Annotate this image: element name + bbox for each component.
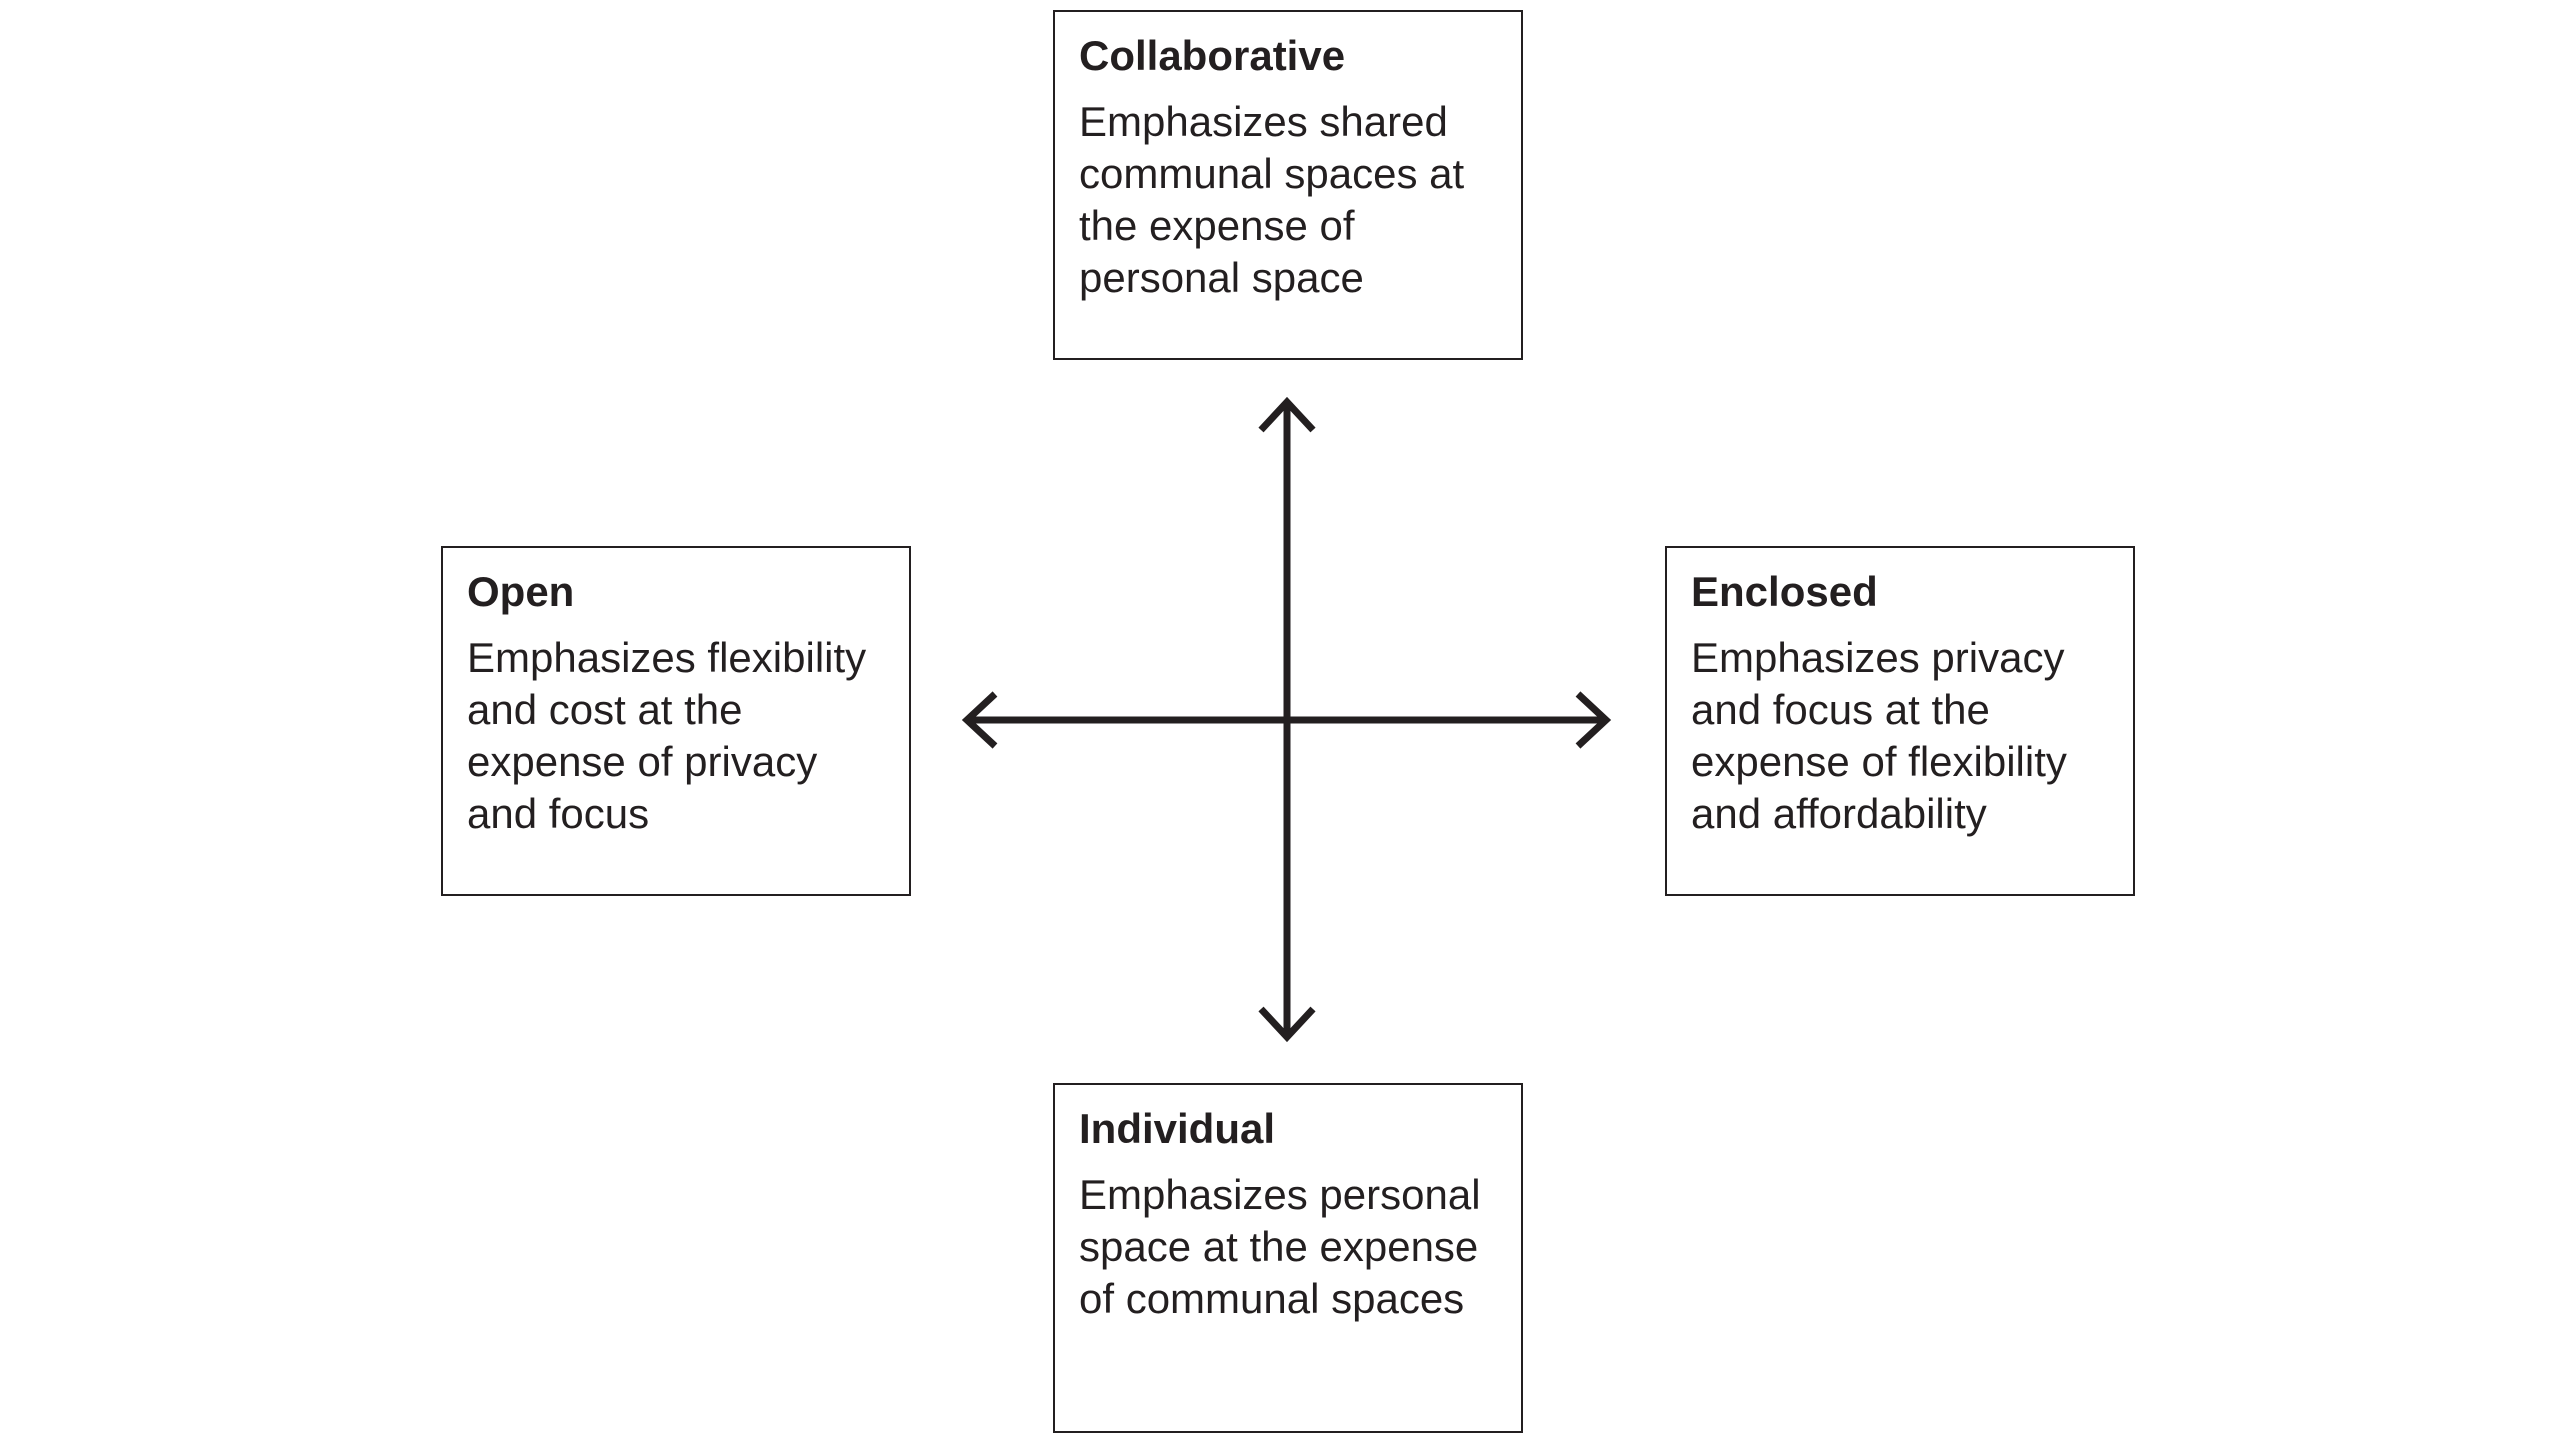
quadrant-title: Open (467, 568, 575, 615)
quadrant-box-open: Open Emphasizes flexibility and cost at … (441, 546, 911, 896)
arrowhead-down (1258, 1006, 1316, 1043)
arrowhead-left (961, 691, 998, 749)
quadrant-title: Enclosed (1691, 568, 1878, 615)
quadrant-title: Individual (1079, 1105, 1276, 1152)
quadrant-description: Emphasizes privacy and focus at the expe… (1691, 634, 2067, 837)
quadrant-description: Emphasizes personal space at the expense… (1079, 1171, 1481, 1322)
quadrant-box-enclosed: Enclosed Emphasizes privacy and focus at… (1665, 546, 2135, 896)
arrowhead-right (1575, 691, 1612, 749)
quadrant-description: Emphasizes shared communal spaces at the… (1079, 98, 1465, 301)
quadrant-title: Collaborative (1079, 32, 1346, 79)
arrowhead-up (1258, 396, 1316, 433)
quadrant-box-individual: Individual Emphasizes personal space at … (1053, 1083, 1523, 1433)
quadrant-description: Emphasizes flexibility and cost at the e… (467, 634, 867, 837)
quadrant-box-collaborative: Collaborative Emphasizes shared communal… (1053, 10, 1523, 360)
